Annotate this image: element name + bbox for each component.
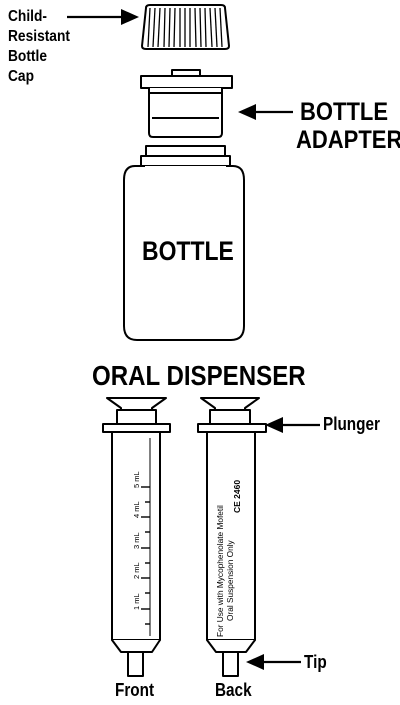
syringe-back — [197, 397, 267, 677]
adapter-label-line1: BOTTLE — [300, 98, 388, 126]
cap-label-line2: Resistant — [8, 28, 70, 45]
bottle-body — [123, 145, 245, 341]
oral-dispenser-label: ORAL DISPENSER — [92, 360, 306, 391]
cap-label-line1: Child- — [8, 8, 47, 25]
tip-arrowhead — [246, 654, 264, 670]
scale-label-5ml: 5 mL — [132, 471, 141, 488]
adapter-arrowhead — [238, 104, 256, 120]
child-resistant-cap — [141, 4, 230, 50]
bottle-label: BOTTLE — [142, 236, 234, 266]
syringe-back-text-line1: For Use with Mycophenolate Mofetil — [215, 505, 225, 637]
plunger-arrowhead — [265, 417, 283, 433]
cap-label-line4: Cap — [8, 68, 35, 85]
syringe-back-text-line2: Oral Suspension Only — [225, 539, 235, 621]
plunger-label: Plunger — [323, 414, 380, 434]
syringe-front — [102, 397, 171, 677]
ce-mark: CE 2460 — [232, 480, 242, 513]
scale-label-2ml: 2 mL — [132, 562, 141, 579]
bottle-adapter — [140, 69, 233, 138]
cap-arrowhead — [121, 9, 139, 25]
scale-label-4ml: 4 mL — [132, 501, 141, 518]
back-label: Back — [215, 680, 252, 700]
scale-label-1ml: 1 mL — [132, 593, 141, 610]
scale-label-3ml: 3 mL — [132, 532, 141, 549]
adapter-label-line2: ADAPTER — [296, 126, 400, 154]
cap-label-line3: Bottle — [8, 48, 47, 65]
tip-label: Tip — [304, 652, 327, 672]
front-label: Front — [115, 680, 155, 700]
arrows — [67, 15, 320, 664]
